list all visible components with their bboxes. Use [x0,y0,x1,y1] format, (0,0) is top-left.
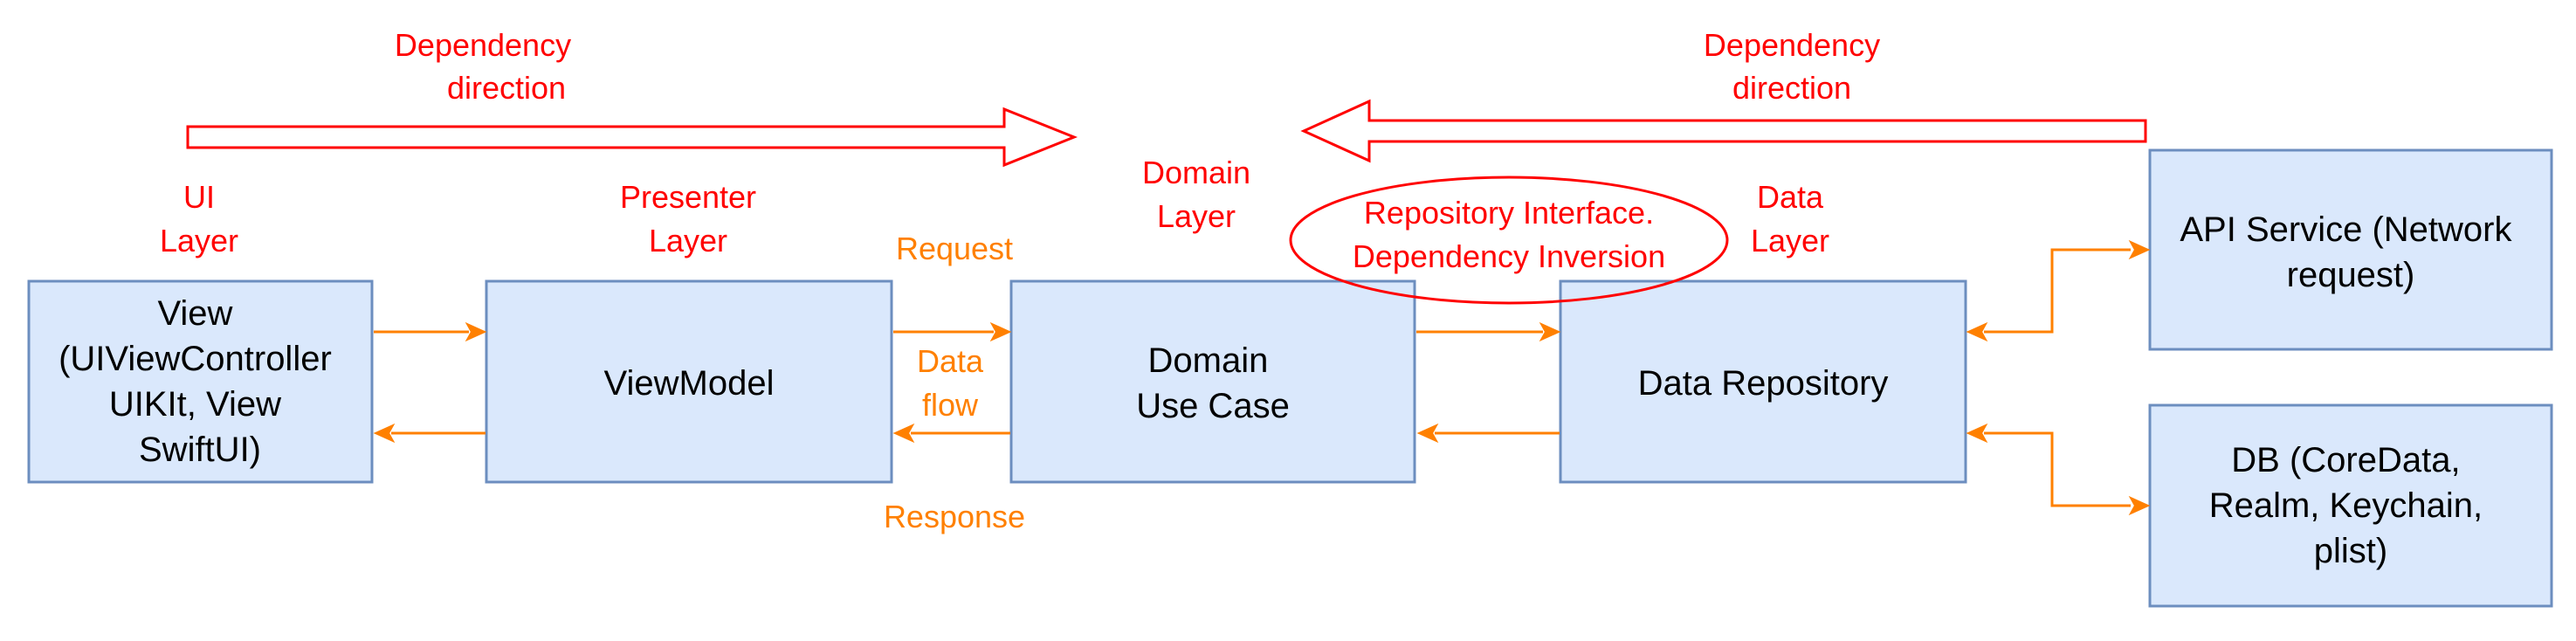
db-box-text: DB (CoreData, Realm, Keychain, plist) [2209,441,2493,570]
viewmodel-box [485,279,893,484]
usecase-to-viewmodel-arrowhead [892,423,915,444]
repository-interface-label-line2: Dependency Inversion [1353,238,1665,274]
dependency-label-left-line2: direction [447,70,566,106]
response-label: Response [884,499,1025,534]
domain-layer-label-line1: Domain [1142,155,1250,190]
db-box-line: DB (CoreData, [2231,441,2460,479]
usecase-to-repository-arrowhead [1539,321,1561,342]
ui-layer-label-line2: Layer [160,223,238,258]
viewmodel-to-usecase-arrowhead [989,321,1012,342]
api-service-box-line: API Service (Network [2180,210,2512,249]
usecase-box-line: Domain [1148,341,1269,380]
repository-db-connector [1984,431,2131,507]
dependency-arrow-right [186,107,1078,168]
repository-api-connector [1984,248,2131,334]
view-box-line: UIKIt, View [109,385,281,424]
data-layer-label-line1: Data [1757,179,1824,215]
dependency-label-right-line2: direction [1732,70,1851,106]
repository-interface-label-line1: Repository Interface. [1364,195,1654,231]
view-box-line: View [157,294,232,333]
usecase-box-line: Use Case [1136,387,1290,425]
repository-interface-ellipse [1289,176,1729,305]
viewmodel-to-view-arrowhead [373,423,396,444]
view-box-line: SwiftUI) [139,431,261,469]
repository-api-arrowhead-left [1966,321,1988,342]
view-to-viewmodel-arrowhead [465,321,487,342]
data-layer-label-line2: Layer [1751,223,1829,258]
data-repository-box [1559,279,1967,484]
request-label: Request [896,231,1013,266]
repository-to-usecase-arrowhead [1416,423,1439,444]
api-service-box [2148,148,2553,351]
db-box-line: plist) [2314,532,2387,570]
dependency-arrow-left [1300,99,2147,163]
data-repository-box-text: Data Repository [1638,364,1889,403]
usecase-box-text: Domain Use Case [1136,341,1290,425]
data-flow-label-line1: Data [917,343,984,379]
viewmodel-box-text: ViewModel [604,364,775,403]
presenter-layer-label-line1: Presenter [620,179,756,215]
presenter-layer-label-line2: Layer [649,223,727,258]
view-box-line: (UIViewController [59,340,332,378]
view-box [27,279,374,484]
ui-layer-label-line1: UI [183,179,215,215]
repository-api-arrowhead-right [2128,239,2151,260]
dependency-label-right-line1: Dependency [1704,27,1880,63]
repository-db-arrowhead-right [2128,495,2151,516]
domain-layer-label-line2: Layer [1157,198,1236,234]
db-box-line: Realm, Keychain, [2209,486,2483,525]
db-box [2148,403,2553,608]
dependency-label-left-line1: Dependency [395,27,571,63]
api-service-box-text: API Service (Network request) [2180,210,2521,294]
usecase-box [1009,279,1416,484]
api-service-box-line: request) [2287,256,2415,294]
view-box-text: View (UIViewController UIKIt, View Swift… [59,294,341,469]
data-flow-label-line2: flow [922,387,979,423]
repository-db-arrowhead-left [1966,423,1988,444]
